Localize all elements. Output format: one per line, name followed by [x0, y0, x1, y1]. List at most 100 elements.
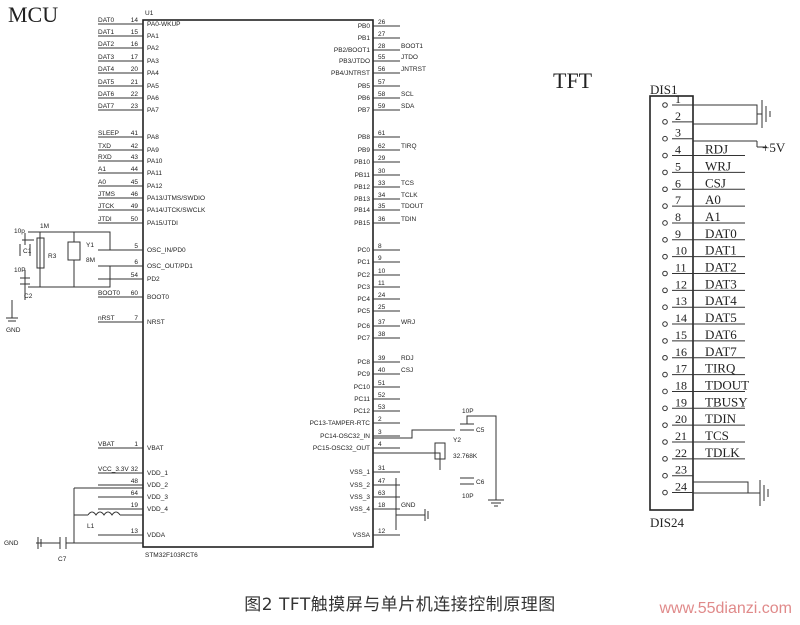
left-pin-net-label: VCC_3.3V — [98, 466, 129, 473]
right-pin-name: PC0 — [357, 247, 370, 254]
left-pin-net-label: JTCK — [98, 203, 115, 210]
right-pin-name: PC6 — [357, 323, 370, 330]
y2-label: Y2 — [453, 437, 461, 444]
y1-label: Y1 — [86, 242, 94, 249]
right-pin-name: PB15 — [354, 220, 370, 227]
right-pin-name: PC7 — [357, 335, 370, 342]
right-pin-number: 36 — [378, 216, 386, 223]
dis-pin-number: 13 — [675, 294, 687, 308]
right-pin-name: PB2/BOOT1 — [334, 47, 371, 54]
right-pin-name: PC3 — [357, 284, 370, 291]
dis-pin-number: 21 — [675, 429, 687, 443]
right-pin-name: PB7 — [358, 107, 371, 114]
dis-pin-signal-label: DAT0 — [705, 226, 737, 241]
dis-pin-number: 4 — [675, 143, 681, 157]
dis-top-label: DIS1 — [650, 82, 677, 97]
right-pin-number: 8 — [378, 243, 382, 250]
dis-pin-number: 18 — [675, 378, 687, 392]
dis-pin-signal-label: CSJ — [705, 175, 726, 190]
y2-value: 32.768K — [453, 453, 478, 460]
dis-pin-number: 6 — [675, 176, 681, 190]
dis-pin-number: 10 — [675, 244, 687, 258]
dis-pin-signal-label: WRJ — [705, 158, 731, 173]
left-pin-number: 14 — [131, 17, 139, 24]
left-pin-net-label: DAT5 — [98, 79, 115, 86]
c6-label: C6 — [476, 479, 485, 486]
left-pin-number: 45 — [131, 179, 139, 186]
dis-pin-signal-label: A1 — [705, 209, 721, 224]
right-pin-net-label: GND — [401, 502, 416, 509]
right-pin-number: 30 — [378, 168, 386, 175]
left-pin-net-label: TXD — [98, 143, 111, 150]
right-pin-number: 33 — [378, 180, 386, 187]
mcu-title: MCU — [8, 2, 58, 27]
left-pin-name: VDD_4 — [147, 506, 168, 513]
right-pin-number: 25 — [378, 304, 386, 311]
right-pin-number: 57 — [378, 79, 386, 86]
right-pin-name: VSS_1 — [350, 469, 371, 476]
right-pin-number: 28 — [378, 43, 386, 50]
dis-pin-number: 3 — [675, 126, 681, 140]
right-pin-net-label: TIRQ — [401, 143, 417, 150]
left-pin-name: VDD_1 — [147, 470, 168, 477]
left-pin-net-label: JTMS — [98, 191, 116, 198]
right-pin-name: PC8 — [357, 359, 370, 366]
dis-pin-number: 14 — [675, 311, 687, 325]
dis-pin-number: 2 — [675, 109, 681, 123]
dis-pin-3: 3 — [662, 126, 693, 142]
left-pin-number: 43 — [131, 154, 139, 161]
left-pin-number: 20 — [131, 66, 139, 73]
right-pin-name: PB9 — [358, 147, 371, 154]
left-pin-number: 44 — [131, 166, 139, 173]
chip-part-number: STM32F103RCT6 — [145, 552, 198, 559]
right-pin-number: 38 — [378, 331, 386, 338]
left-pin-number: 64 — [131, 490, 139, 497]
left-pin-number: 60 — [131, 290, 139, 297]
watermark-text: www.55dianzi.com — [659, 600, 793, 617]
right-pin-net-label: RDJ — [401, 355, 414, 362]
right-pin-name: PB5 — [358, 83, 371, 90]
right-pin-number: 37 — [378, 319, 386, 326]
right-pin-name: PC2 — [357, 272, 370, 279]
dis-pin-signal-label: TBUSY — [705, 394, 748, 409]
right-pin-name: PB13 — [354, 196, 370, 203]
tft-title: TFT — [553, 68, 593, 93]
left-pin-name: BOOT0 — [147, 294, 169, 301]
crystal-y1 — [67, 241, 81, 261]
dis-bottom-label: DIS24 — [650, 515, 684, 530]
right-pin-number: 27 — [378, 31, 386, 38]
left-pin-net-label: A1 — [98, 166, 106, 173]
right-pin-name: PC9 — [357, 371, 370, 378]
right-pin-number: 59 — [378, 103, 386, 110]
right-pin-net-label: SDA — [401, 103, 415, 110]
